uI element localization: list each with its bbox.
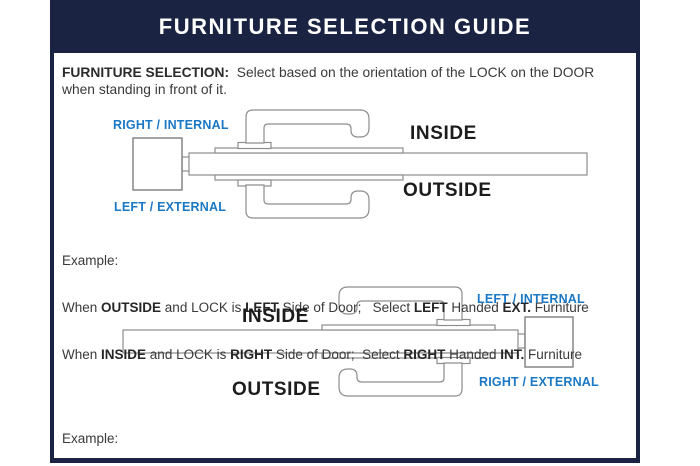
label-outside-bottom-diagram: OUTSIDE [232, 379, 321, 400]
backplate-outside [214, 174, 404, 181]
intro-sentence: Select based on the orientation of the L… [229, 65, 595, 80]
lever-handle-inside [338, 286, 463, 321]
label-right-internal: RIGHT / INTERNAL [113, 118, 229, 132]
label-right-external: RIGHT / EXTERNAL [479, 375, 599, 389]
door-bar [122, 329, 519, 354]
label-left-external: LEFT / EXTERNAL [114, 200, 227, 214]
diagram-lock-left [132, 109, 588, 219]
example-block-top: Example: When OUTSIDE and LOCK is LEFT S… [62, 222, 637, 394]
guide-header-bar: FURNITURE SELECTION GUIDE [50, 0, 640, 53]
example-title: Example: [62, 253, 119, 269]
label-left-internal: LEFT / INTERNAL [477, 292, 585, 306]
door-bar [188, 152, 588, 176]
lever-handle-inside [245, 109, 370, 144]
intro-label: FURNITURE SELECTION: [62, 65, 230, 80]
intro-sentence-line2: when standing in front of it. [62, 81, 227, 97]
lever-handle-outside [338, 362, 463, 397]
lock-box [524, 316, 574, 368]
label-outside-top-diagram: OUTSIDE [403, 180, 492, 201]
lever-handle-outside [245, 184, 370, 219]
backplate-outside [321, 352, 496, 359]
lock-box [132, 137, 183, 191]
example-line: When INSIDE and LOCK is RIGHT Side of Do… [62, 346, 583, 362]
backplate-inside [321, 324, 496, 331]
intro-text: FURNITURE SELECTION: Select based on the… [62, 65, 632, 98]
label-inside-top-diagram: INSIDE [410, 123, 477, 144]
diagram-lock-right [122, 286, 574, 397]
example-line: When OUTSIDE and LOCK is LEFT Side of Do… [62, 299, 589, 315]
label-inside-bottom-diagram: INSIDE [242, 306, 309, 327]
example-block-bottom: Example: When OUTSIDE and LOCK is RIGHT … [62, 400, 637, 466]
guide-title: FURNITURE SELECTION GUIDE [158, 13, 532, 39]
example-title: Example: [62, 431, 119, 447]
backplate-inside [214, 147, 404, 154]
